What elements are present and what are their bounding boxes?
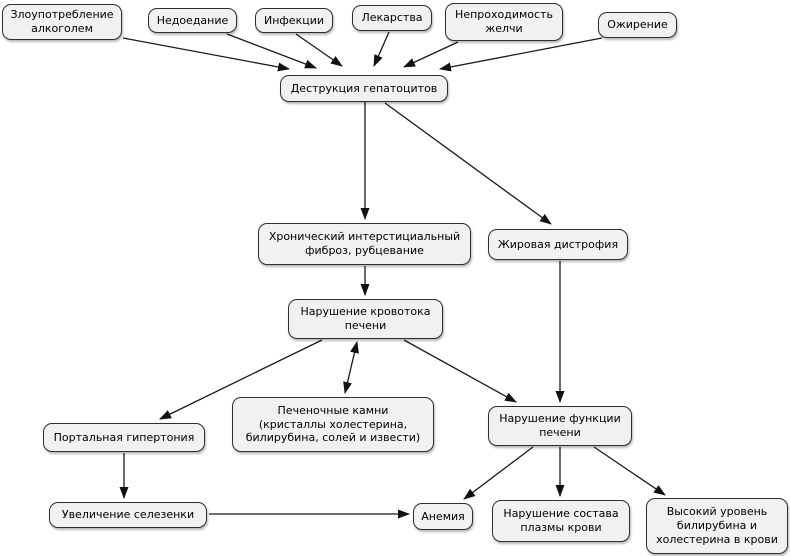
node-high-bilirubin: Высокий уровень билирубина и холестерина…: [646, 498, 788, 554]
node-portal-hypertension: Портальная гипертония: [43, 423, 205, 452]
edge-destruction-fatty: [384, 102, 552, 225]
edge-function-bilirubin: [593, 446, 666, 496]
node-obesity: Ожирение: [598, 12, 677, 38]
node-fatty-degeneration: Жировая дистрофия: [488, 229, 628, 260]
node-alcohol: Злоупотребление алкоголем: [2, 4, 122, 40]
node-drugs: Лекарства: [352, 5, 432, 31]
node-blood-flow-disorder: Нарушение кровотока печени: [288, 299, 443, 339]
edge-bloodflow-portal: [159, 339, 323, 420]
edge-bloodflow-stones-bidirectional: [343, 341, 359, 394]
edge-bile-destruction: [403, 41, 459, 68]
edge-function-anemia: [463, 446, 534, 500]
node-plasma-disorder: Нарушение состава плазмы крови: [492, 500, 630, 542]
node-spleen-enlargement: Увеличение селезенки: [49, 502, 207, 528]
node-infections: Инфекции: [255, 8, 333, 33]
node-bile-obstruction: Непроходимость желчи: [445, 3, 563, 41]
edge-bloodflow-function: [403, 339, 517, 403]
edge-alcohol-destruction: [122, 37, 290, 72]
node-hepatocyte-destruction: Деструкция гепатоцитов: [280, 75, 448, 102]
edge-infections-destruction: [295, 33, 343, 67]
node-liver-stones: Печеночные камни (кристаллы холестерина,…: [232, 397, 434, 452]
edge-malnutrition-destruction: [226, 33, 317, 69]
edge-obesity-destruction: [439, 37, 603, 72]
node-liver-function-disorder: Нарушение функции печени: [488, 406, 632, 446]
node-fibrosis: Хронический интерстициальный фиброз, руб…: [258, 223, 471, 265]
node-malnutrition: Недоедание: [148, 8, 237, 33]
node-anemia: Анемия: [413, 503, 473, 530]
edge-drugs-destruction: [373, 31, 390, 67]
